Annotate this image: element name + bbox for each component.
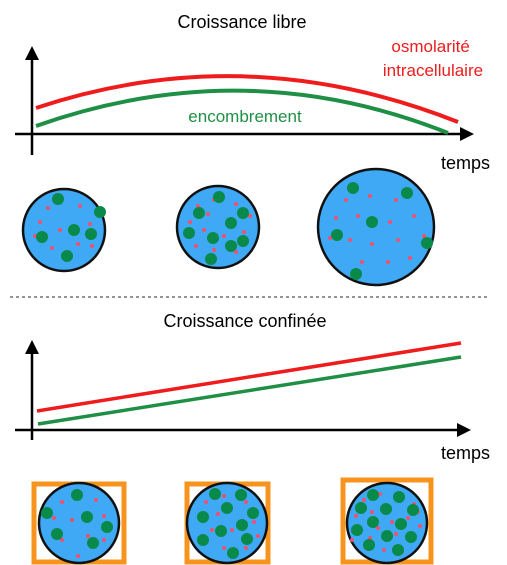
macromolecules	[351, 489, 419, 556]
cell-body	[345, 481, 429, 565]
solute-dots	[198, 494, 260, 550]
crowding-curve	[35, 88, 449, 135]
confined-growth-title: Croissance confinée	[163, 311, 326, 331]
solute-dots	[328, 194, 426, 264]
osmolarity-label: osmolarité intracellulaire	[383, 37, 483, 80]
solute-dots	[52, 498, 106, 558]
confined-growth-x-arrow	[457, 423, 471, 437]
free-cell-large	[316, 167, 436, 287]
macromolecules	[331, 182, 433, 280]
osmolarity-curve	[35, 74, 459, 124]
free-growth-axes	[15, 46, 474, 155]
free-cell-small	[21, 187, 107, 273]
confined-cell-3	[340, 477, 434, 565]
confined-growth-x-label: temps	[441, 443, 490, 463]
free-cell-medium	[175, 184, 261, 270]
free-growth-x-arrow	[460, 127, 474, 141]
free-growth-title: Croissance libre	[177, 12, 306, 32]
solute-dots	[33, 204, 94, 250]
free-growth-panel: Croissance libre temps osmolarité intrac…	[15, 12, 490, 287]
confined-growth-panel: Croissance confinée temps	[15, 311, 490, 565]
confined-growth-y-arrow	[25, 340, 39, 354]
osmolarity-label-line2: intracellulaire	[383, 61, 483, 80]
crowding-line	[37, 355, 462, 426]
confined-cell-2	[184, 481, 271, 565]
crowding-label: encombrement	[188, 107, 302, 126]
confined-growth-axes	[15, 340, 471, 440]
macromolecules	[183, 191, 249, 265]
cell-body	[316, 167, 436, 287]
osmolarity-label-line1: osmolarité	[391, 37, 469, 56]
osmolarity-line	[36, 341, 462, 413]
macromolecules	[197, 488, 259, 559]
free-growth-y-arrow	[25, 46, 39, 60]
cell-body	[21, 187, 107, 273]
macromolecules	[36, 193, 106, 262]
free-growth-x-label: temps	[441, 153, 490, 173]
confined-cell-1	[31, 481, 127, 565]
macromolecules	[41, 489, 113, 549]
